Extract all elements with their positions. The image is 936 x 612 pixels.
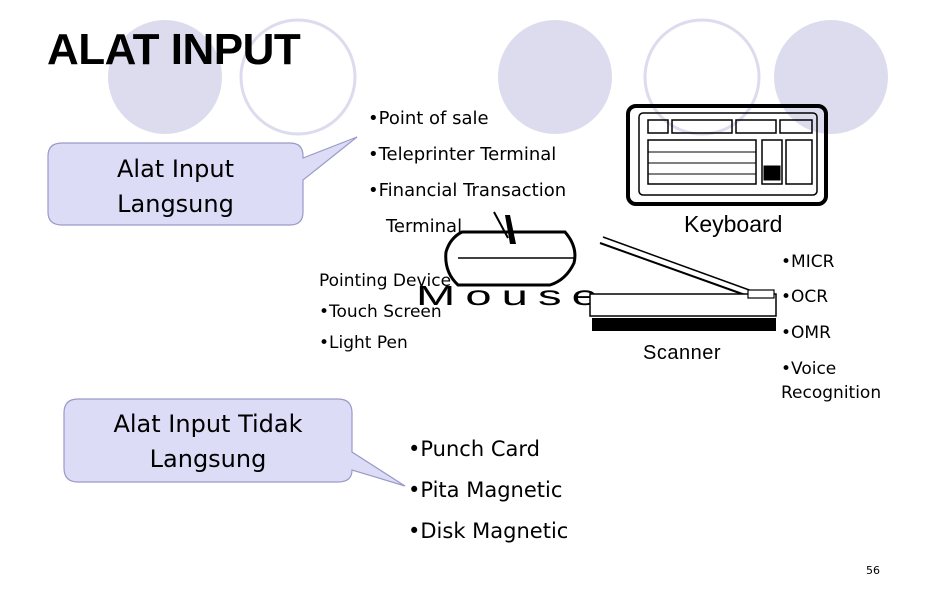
scanner-item-micr: •MICR <box>781 252 835 272</box>
mouse-label: Mouse <box>416 280 608 311</box>
keyboard-label: Keyboard <box>684 211 782 237</box>
deco-circle <box>239 18 357 136</box>
direct-item-financial-transaction-cont: Terminal <box>386 216 463 237</box>
scanner-illustration <box>589 236 777 331</box>
scanner-item-voice: •Voice <box>781 359 837 379</box>
callout-indirect-line2: Langsung <box>149 445 267 473</box>
deco-circle <box>498 20 612 134</box>
scanner-label: Scanner <box>643 342 721 364</box>
page-number: 56 <box>866 564 880 577</box>
callout-direct-line2: Langsung <box>117 190 234 218</box>
deco-circle <box>774 20 888 134</box>
callout-direct-shape <box>47 136 358 226</box>
scanner-item-omr: •OMR <box>781 323 831 343</box>
scanner-item-recognition: Recognition <box>781 383 882 403</box>
decorative-circles <box>108 18 888 136</box>
deco-circle <box>643 18 761 136</box>
scanner-item-ocr: •OCR <box>781 287 829 307</box>
direct-item-financial-transaction: •Financial Transaction <box>368 180 567 201</box>
mouse-illustration <box>444 211 577 287</box>
indirect-item-disk-magnetic: •Disk Magnetic <box>408 519 569 543</box>
direct-item-teleprinter: •Teleprinter Terminal <box>368 144 557 165</box>
direct-item-point-of-sale: •Point of sale <box>368 108 489 129</box>
callout-indirect-line1: Alat Input Tidak <box>113 410 303 438</box>
slide-title: ALAT INPUT <box>47 25 301 74</box>
indirect-item-pita-magnetic: •Pita Magnetic <box>408 478 563 502</box>
keyboard-illustration <box>626 104 828 206</box>
pointing-item-touch-screen: •Touch Screen <box>319 302 442 322</box>
pointing-device-heading: Pointing Device <box>319 271 452 291</box>
indirect-item-punch-card: •Punch Card <box>408 437 540 461</box>
deco-circle <box>108 20 222 134</box>
callout-indirect-shape <box>63 398 406 487</box>
pointing-item-light-pen: •Light Pen <box>319 333 408 353</box>
callout-direct: Alat Input Langsung <box>48 152 303 222</box>
callout-direct-line1: Alat Input <box>117 155 234 183</box>
callout-indirect: Alat Input Tidak Langsung <box>64 407 352 477</box>
